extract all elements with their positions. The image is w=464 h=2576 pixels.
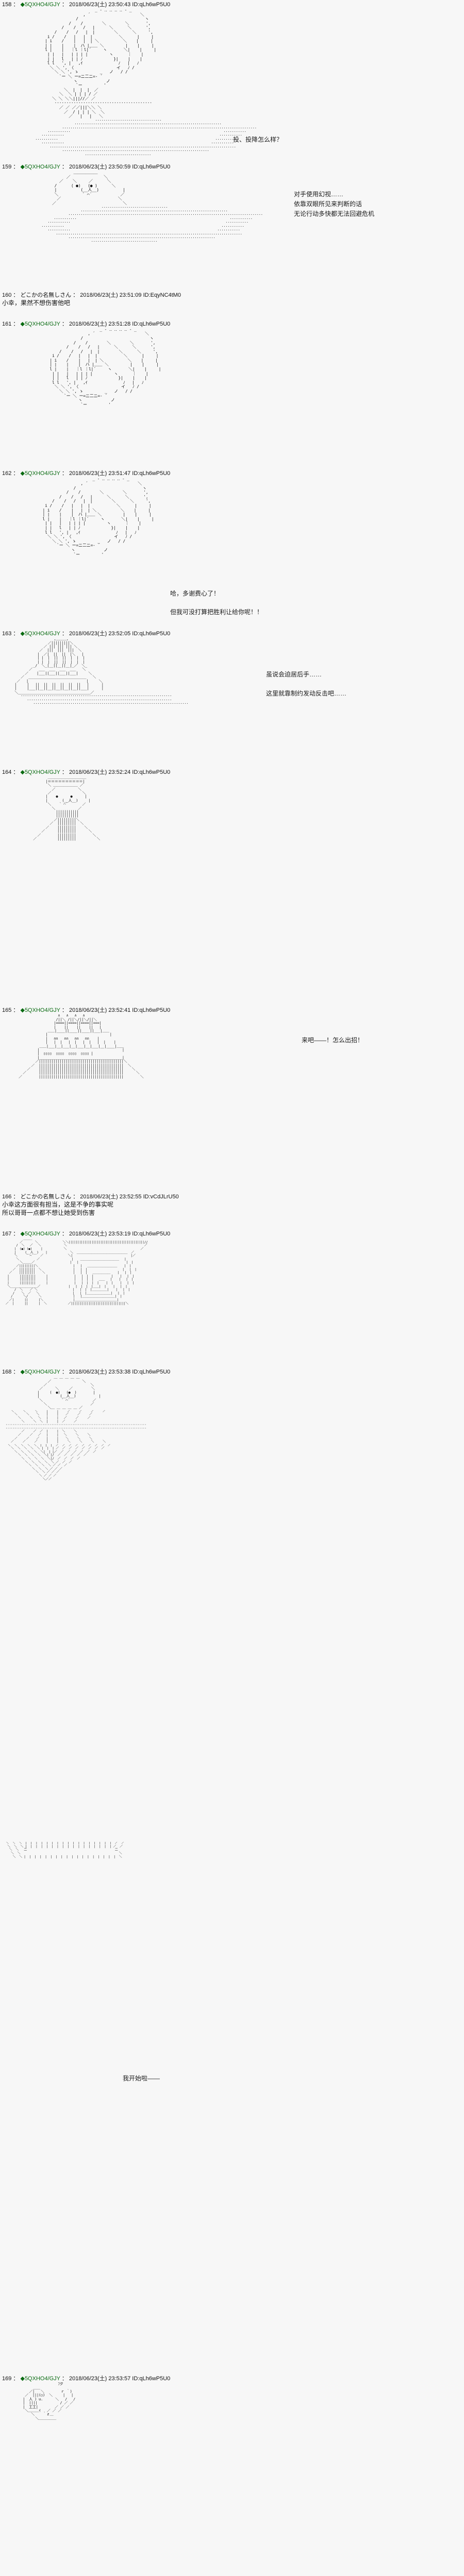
ascii-art-dots-field: ································ ·······… — [35, 118, 257, 157]
ascii-art-face: ＿＿＿＿＿＿ ／ ＼ ／ ＼ ／ ＼ / ( ●) (● ) ＼ | (__人_… — [52, 170, 127, 206]
post-author-name[interactable]: どこかの名無しさん — [20, 292, 72, 298]
post-date: 2018/06/23(土) 23:52:05 — [69, 631, 131, 637]
post-166: 166 ： どこかの名無しさん ： 2018/06/23(土) 23:52:55… — [0, 1192, 464, 1217]
post-159: 159 ： ◆5QXHO4/GJY ： 2018/06/23(土) 23:50:… — [0, 162, 464, 697]
post-header: 168 ： ◆5QXHO4/GJY ： 2018/06/23(土) 23:53:… — [2, 1369, 171, 1376]
post-163: 163 ： ◆5QXHO4/GJY ： 2018/06/23(土) 23:52:… — [0, 629, 464, 706]
post-number: 162 — [2, 470, 12, 477]
ascii-art-rays: ＼ ＼ ＼ ＼ ＼ | | | ／ ／ ／ ／ ／ ／ ／ ／ ／ ＼ ＼ ＼ … — [7, 1444, 111, 1481]
post-date: 2018/06/23(土) 23:52:24 — [69, 769, 131, 776]
post-body: 小幸这方面很有担当，这是不争的事实呢 所以哥哥一点都不想让她受到伤害 — [2, 1201, 114, 1217]
post-author-trip[interactable]: ◆5QXHO4/GJY — [20, 1007, 60, 1014]
post-number: 169 — [2, 2376, 12, 2382]
post-162: 162 ： ◆5QXHO4/GJY ： 2018/06/23(土) 23:51:… — [0, 469, 464, 557]
ascii-art-burst: ＼ ＼ ＼ | | ／ ／ ／ ／ ＼ ＼ ＼ | | ／ ／ ／ ＼ ＼ ＼ … — [5, 1410, 146, 1444]
post-author-trip[interactable]: ◆5QXHO4/GJY — [20, 1369, 60, 1376]
ascii-art-scene: ,＿＿＿, ／|||||||||＼ ／ ||| ||| ||| ＼ ／ ||| … — [14, 637, 189, 706]
post-number: 161 — [2, 320, 12, 327]
post-header: 163 ： ◆5QXHO4/GJY ： 2018/06/23(土) 23:52:… — [2, 631, 171, 637]
ascii-art-figure: _ ‐ ‥ ‥ ‥ ‥ ‐ _ , ´ ＼ / ヽ / / ＼ ＼ — [49, 327, 161, 407]
dialogue-line: 来吧——！怎么出招！ — [302, 1036, 364, 1044]
post-158: 158 ： ◆5QXHO4/GJY ： 2018/06/23(土) 23:50:… — [0, 0, 464, 217]
post-author-trip[interactable]: ◆5QXHO4/GJY — [20, 320, 60, 327]
post-number: 164 — [2, 769, 12, 776]
post-uid: ID:qLh6wP5U0 — [132, 1231, 171, 1238]
dialogue-line: 我开始啦—— — [123, 2075, 160, 2082]
post-uid: ID:qLh6wP5U0 — [132, 2376, 171, 2382]
ascii-art-figure: _ ‐ ‥ ‥ ‥ ‥ ‐ _ , ´ ＼ / ヽ / / ＼ ＼ ', — [45, 8, 156, 119]
post-uid: ID:qLh6wP5U0 — [132, 769, 171, 776]
post-number: 165 — [2, 1007, 12, 1014]
post-uid: ID:qLh6wP5U0 — [132, 631, 171, 637]
post-165: 165 ： ◆5QXHO4/GJY ： 2018/06/23(土) 23:52:… — [0, 1006, 464, 1079]
post-uid: ID:qLh6wP5U0 — [132, 1369, 171, 1376]
post-164: 164 ： ◆5QXHO4/GJY ： 2018/06/23(土) 23:52:… — [0, 768, 464, 2082]
post-header: 162 ： ◆5QXHO4/GJY ： 2018/06/23(土) 23:51:… — [2, 470, 171, 477]
post-167: 167 ： ◆5QXHO4/GJY ： 2018/06/23(土) 23:53:… — [0, 1229, 464, 1306]
post-author-name[interactable]: どこかの名無しさん — [20, 1194, 72, 1200]
post-uid: ID:qLh6wP5U0 — [132, 2, 171, 8]
post-168: 168 ： ◆5QXHO4/GJY ： 2018/06/23(土) 23:53:… — [0, 1367, 464, 1481]
post-header: 166 ： どこかの名無しさん ： 2018/06/23(土) 23:52:55… — [2, 1194, 179, 1200]
post-number: 158 — [2, 2, 12, 8]
dialogue-line: 哈，多谢费心了！ — [170, 589, 220, 597]
post-author-trip[interactable]: ◆5QXHO4/GJY — [20, 470, 60, 477]
post-date: 2018/06/23(土) 23:51:28 — [69, 320, 131, 327]
post-uid: ID:vCdJLrU50 — [143, 1194, 179, 1200]
post-161: 161 ： ◆5QXHO4/GJY ： 2018/06/23(土) 23:51:… — [0, 319, 464, 1044]
dialogue-line: 对手使用幻视…… 依靠双眼所见来判断的话 无论行动多快都无法回避危机 — [294, 191, 375, 217]
post-date: 2018/06/23(土) 23:53:57 — [69, 2376, 131, 2382]
post-uid: ID:qLh6wP5U0 — [132, 163, 171, 170]
post-date: 2018/06/23(土) 23:50:59 — [69, 163, 131, 170]
post-date: 2018/06/23(土) 23:53:19 — [69, 1231, 131, 1238]
ascii-art-figure: _ ‐ ‥ ‥ ‥ ‥ ‐ _ , ´ ＼ / ヽ / / ＼ ＼ ', — [42, 477, 154, 557]
post-header: 164 ： ◆5QXHO4/GJY ： 2018/06/23(土) 23:52:… — [2, 769, 171, 776]
post-date: 2018/06/23(土) 23:51:47 — [69, 470, 131, 477]
post-date: 2018/06/23(土) 23:51:09 — [80, 292, 142, 298]
post-number: 166 — [2, 1194, 12, 1200]
post-date: 2018/06/23(土) 23:52:41 — [69, 1007, 131, 1014]
post-uid: ID:EqyNC4tM0 — [143, 292, 181, 298]
post-uid: ID:qLh6wP5U0 — [132, 470, 171, 477]
dialogue-line: 投、投降怎么样？ — [233, 136, 283, 143]
post-header: 159 ： ◆5QXHO4/GJY ： 2018/06/23(土) 23:50:… — [2, 163, 171, 170]
post-number: 160 — [2, 292, 12, 298]
ascii-art-dots-field: ································ ·······… — [41, 206, 263, 244]
post-author-trip[interactable]: ◆5QXHO4/GJY — [20, 2, 60, 8]
dialogue-line: 虽说会迫居后手…… — [266, 670, 322, 678]
post-author-trip[interactable]: ◆5QXHO4/GJY — [20, 769, 60, 776]
ascii-art-character-shocked: ﾌ夕 ＿＿ ／| ＼ ｒ ｀) ／ |||(○) ＼ | | | 人 ) u. … — [23, 2382, 76, 2420]
post-date: 2018/06/23(土) 23:53:38 — [69, 1369, 131, 1376]
post-author-trip[interactable]: ◆5QXHO4/GJY — [20, 2376, 60, 2382]
post-169: 169 ： ◆5QXHO4/GJY ： 2018/06/23(土) 23:53:… — [0, 2374, 464, 2420]
ascii-art-maze: ＿＿＿ ／ ＼ ＼＼||||||||||||||||||||||||||||||… — [5, 1238, 148, 1306]
post-body: 小幸，果然不想伤害他吧 — [2, 299, 71, 307]
ascii-art-face-surprised: ＿ ＿ ＿ ＿ ＿ ／ ＼ ／ ＼ ／ ＼ ／ ＼ | ( ●) (● ) | — [37, 1376, 101, 1410]
dialogue-line: 这里就靠制约发动反击吧…… — [266, 689, 347, 697]
post-header: 160 ： どこかの名無しさん ： 2018/06/23(土) 23:51:09… — [2, 292, 181, 298]
ascii-art-castle: ∧ ∧ ∧ ∧ /||＼ /||＼/||＼/||＼ |====||====||=… — [19, 1014, 144, 1079]
post-header: 169 ： ◆5QXHO4/GJY ： 2018/06/23(土) 23:53:… — [2, 2376, 171, 2382]
post-author-trip[interactable]: ◆5QXHO4/GJY — [20, 631, 60, 637]
post-header: 167 ： ◆5QXHO4/GJY ： 2018/06/23(土) 23:53:… — [2, 1231, 171, 1238]
post-date: 2018/06/23(土) 23:50:43 — [69, 2, 131, 8]
post-header: 161 ： ◆5QXHO4/GJY ： 2018/06/23(土) 23:51:… — [2, 320, 171, 327]
ascii-art-figure-small: ＿＿＿＿＿＿＿＿＿＿＿ |＝＝＝＝＝＝＝＝＝＝| ＼ ＿＿＿＿＿＿＿ ／ ／ ＼… — [33, 776, 101, 841]
post-uid: ID:qLh6wP5U0 — [132, 320, 171, 327]
post-uid: ID:qLh6wP5U0 — [132, 1007, 171, 1014]
post-date: 2018/06/23(土) 23:52:55 — [80, 1194, 142, 1200]
post-number: 163 — [2, 631, 12, 637]
post-author-trip[interactable]: ◆5QXHO4/GJY — [20, 1231, 60, 1238]
dialogue-line: 但我可没打算把胜利让给你呢！！ — [170, 608, 263, 616]
post-header: 165 ： ◆5QXHO4/GJY ： 2018/06/23(土) 23:52:… — [2, 1007, 171, 1014]
post-160: 160 ： どこかの名無しさん ： 2018/06/23(土) 23:51:09… — [0, 291, 464, 307]
post-number: 159 — [2, 163, 12, 170]
post-author-trip[interactable]: ◆5QXHO4/GJY — [20, 163, 60, 170]
post-header: 158 ： ◆5QXHO4/GJY ： 2018/06/23(土) 23:50:… — [2, 2, 171, 8]
post-167-scene: ＼ ＼ ＼ | | | | | | | | | | | | | | | | | … — [0, 1842, 464, 1859]
post-number: 167 — [2, 1231, 12, 1238]
post-number: 168 — [2, 1369, 12, 1376]
ascii-art-speedlines: ＼ ＼ ＼ | | | | | | | | | | | | | | | | | … — [5, 1842, 125, 1859]
